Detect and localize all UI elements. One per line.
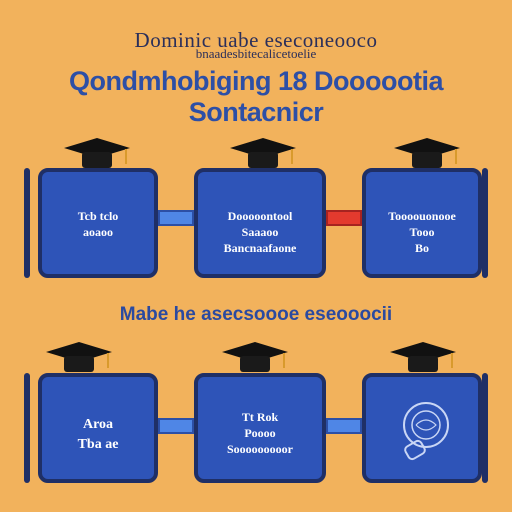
- title-line-1: Dominic uabe eseconeooco: [134, 28, 378, 52]
- top-card-3-line-3: Bo: [414, 241, 429, 255]
- top-card-2-text: Dooooontool Saaaoo Bancnaafaone: [204, 208, 316, 256]
- bottom-card-2: Tt Rok Poooo Sooooooooor: [194, 373, 326, 483]
- graduation-cap-icon: [64, 138, 130, 168]
- top-card-3: Toooouonooe Tooo Bo: [362, 168, 482, 278]
- bottom-row-bracket-left: [24, 373, 30, 483]
- graduation-cap-icon: [394, 138, 460, 168]
- top-card-3-text: Toooouonooe Tooo Bo: [372, 208, 472, 256]
- top-card-2-line-2: Saaaoo: [241, 225, 279, 239]
- top-card-3-line-2: Tooo: [409, 225, 435, 239]
- bottom-card-1-line-2: Tba ae: [77, 437, 119, 452]
- connector-bottom-2: [326, 418, 362, 434]
- connector-top-1: [158, 210, 194, 226]
- title-line-3: Qondmhobiging 18 Doooootia Sontacnicr: [69, 66, 443, 127]
- top-card-2-line-3: Bancnaafaone: [223, 241, 297, 255]
- connector-bottom-1: [158, 418, 194, 434]
- bottom-card-2-text: Tt Rok Poooo Sooooooooor: [204, 409, 316, 457]
- top-row-bracket-left: [24, 168, 30, 278]
- top-card-1-line-1: Tcb tclo: [77, 209, 119, 223]
- top-card-2: Dooooontool Saaaoo Bancnaafaone: [194, 168, 326, 278]
- bottom-row-bracket-right: [482, 373, 488, 483]
- bottom-card-2-line-2: Poooo: [244, 426, 276, 440]
- bottom-card-2-line-3: Sooooooooor: [227, 442, 293, 456]
- graduation-cap-icon: [222, 342, 288, 372]
- bottom-card-1-text: Aroa Tba ae: [48, 415, 148, 455]
- graduation-cap-icon: [230, 138, 296, 168]
- top-card-1-text: Tcb tclo aoaoo: [48, 208, 148, 240]
- top-row-bracket-right: [482, 168, 488, 278]
- bottom-card-1-line-1: Aroa: [82, 417, 114, 432]
- mid-section-label: Mabe he asecsoooe eseooocii: [119, 304, 393, 325]
- top-card-3-line-1: Toooouonooe: [388, 209, 456, 223]
- graduation-cap-icon: [46, 342, 112, 372]
- bottom-card-3: [362, 373, 482, 483]
- top-card-1-line-2: aoaoo: [83, 225, 113, 239]
- graduation-cap-icon: [390, 342, 456, 372]
- magnifier-globe-icon: [403, 402, 449, 461]
- connector-top-2: [326, 210, 362, 226]
- top-card-1: Tcb tclo aoaoo: [38, 168, 158, 278]
- bottom-card-1: Aroa Tba ae: [38, 373, 158, 483]
- title-line-2: bnaadesbitecalicetoelie: [195, 46, 317, 61]
- top-card-2-line-1: Dooooontool: [227, 209, 293, 223]
- bottom-card-2-line-1: Tt Rok: [241, 410, 279, 424]
